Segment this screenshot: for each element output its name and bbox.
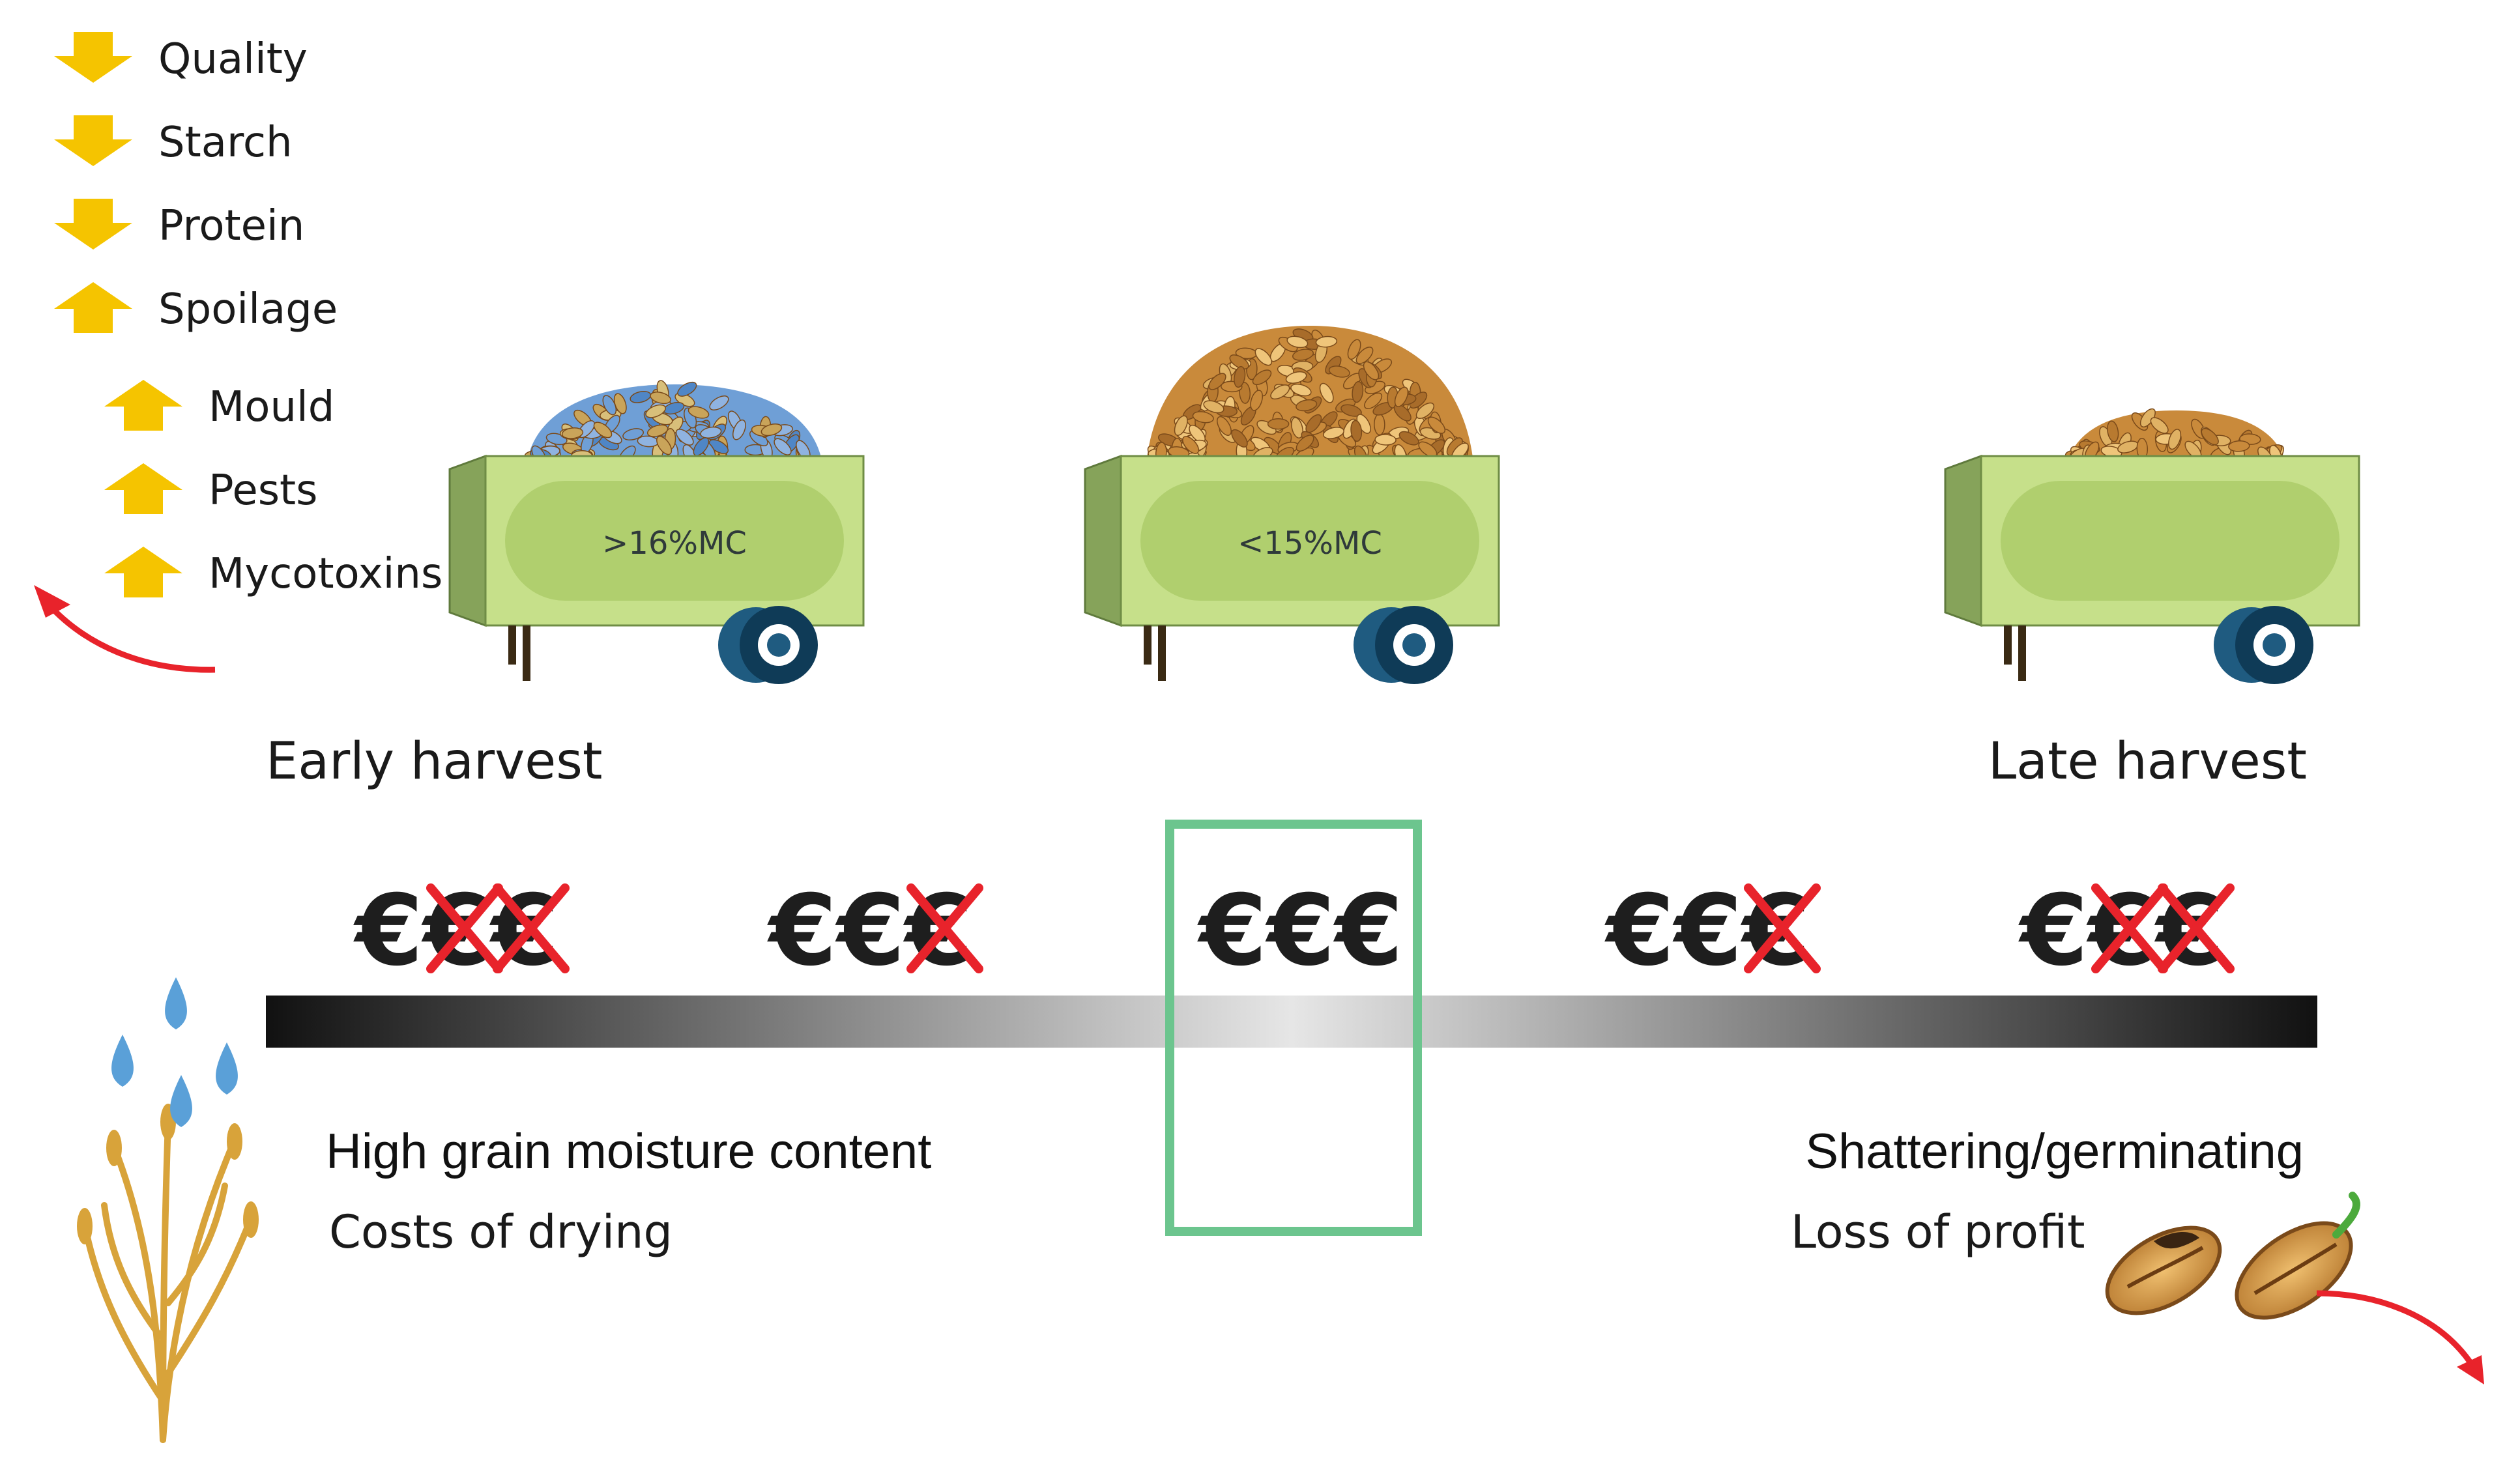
up-arrow-icon	[54, 282, 132, 333]
up-arrow-icon	[104, 547, 182, 597]
wheel-icon	[1354, 606, 1453, 684]
legend-label: Quality	[158, 35, 308, 83]
water-drops-icon	[111, 977, 238, 1127]
grain-pile	[1147, 326, 1473, 466]
early-harvest-label: Early harvest	[266, 732, 602, 791]
wet-grain-plant-icon	[77, 977, 259, 1443]
moisture-timeline-bar	[266, 996, 2317, 1048]
profit-group: €€€	[353, 874, 570, 988]
rising-loss-curve-arrow-icon	[34, 585, 216, 673]
grain-pile	[524, 380, 821, 465]
profit-group: €€€	[2018, 874, 2235, 988]
right-heading: Shattering/germinating	[1805, 1124, 2304, 1179]
trailer-label-panel	[1140, 481, 1479, 601]
legend-label: Starch	[158, 119, 293, 167]
trailers-row: >16%MC <15%MC	[448, 326, 2360, 684]
up-arrow-icon	[104, 380, 182, 431]
moisture-label: >16%MC	[602, 525, 747, 562]
cross-icon	[906, 883, 983, 973]
cross-icon	[2091, 883, 2168, 973]
down-arrow-icon	[54, 199, 132, 250]
profit-groups: €€€ €€€ €€€ €€€ €€€	[353, 874, 2235, 988]
legend-label: Spoilage	[158, 285, 338, 334]
germinating-seeds-icon	[2105, 1192, 2360, 1320]
grain-trailer: >16%MC	[448, 380, 865, 684]
cross-icon	[493, 883, 570, 973]
late-harvest-label: Late harvest	[1988, 732, 2307, 791]
trailer-label-panel	[2001, 481, 2339, 601]
legend-sub-label: Pests	[209, 466, 317, 515]
moisture-label: <15%MC	[1238, 525, 1382, 562]
effects-legend: QualityStarchProteinSpoilageMouldPestsMy…	[54, 32, 442, 598]
right-subheading: Loss of profit	[1791, 1205, 2085, 1259]
optimal-harvest-highlight	[1165, 820, 1422, 1236]
cross-icon	[426, 883, 503, 973]
left-heading: High grain moisture content	[326, 1124, 931, 1179]
grain-trailer	[1944, 408, 2360, 684]
wheel-icon	[2214, 606, 2313, 684]
legend-sub-label: Mould	[209, 383, 334, 431]
up-arrow-icon	[104, 463, 182, 514]
grain-pile	[2064, 408, 2285, 466]
legend-sub-label: Mycotoxins	[209, 550, 442, 598]
cross-icon	[1744, 883, 1821, 973]
down-arrow-icon	[54, 115, 132, 166]
profit-group: €€€	[767, 874, 983, 988]
profit-group: €€€	[1604, 874, 1821, 988]
left-subheading: Costs of drying	[329, 1205, 673, 1259]
trailer-label-panel	[505, 481, 844, 601]
profit-group: €€€	[1197, 874, 1403, 988]
cross-icon	[2158, 883, 2235, 973]
profit-symbols: €€€	[1197, 874, 1403, 988]
down-arrow-icon	[54, 32, 132, 83]
legend-label: Protein	[158, 202, 304, 250]
grain-trailer: <15%MC	[1084, 326, 1500, 684]
wheel-icon	[718, 606, 818, 684]
falling-profit-curve-arrow-icon	[2316, 1290, 2484, 1384]
